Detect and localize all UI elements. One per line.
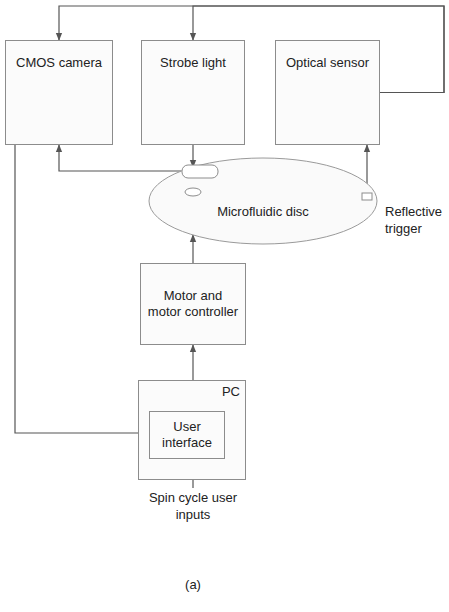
connector	[192, 145, 193, 167]
figure-label: (a)	[168, 577, 218, 594]
node-text: Optical sensor	[282, 55, 373, 71]
disc-ellipse: Microfluidic disc	[148, 157, 378, 245]
disc-outline	[148, 157, 378, 245]
node-text: User interface	[156, 419, 218, 452]
connector	[59, 6, 444, 93]
pc-box: PC User interface	[138, 380, 246, 480]
connector	[59, 145, 181, 171]
node-text: Motor and motor controller	[147, 288, 239, 321]
input-label: Spin cycle user inputs	[148, 490, 238, 524]
node-text: CMOS camera	[12, 55, 106, 71]
camera-box: CMOS camera	[5, 40, 113, 145]
connector	[192, 235, 193, 263]
node-text: PC	[144, 384, 240, 400]
sensor-box: Optical sensor	[275, 40, 380, 145]
node-text: Strobe light	[148, 55, 238, 71]
trigger-label: Reflective trigger	[385, 204, 447, 238]
strobe-box: Strobe light	[141, 40, 245, 145]
node-text: Microfluidic disc	[156, 204, 370, 220]
motor-box: Motor and motor controller	[140, 263, 246, 345]
interface-box: User interface	[149, 411, 225, 459]
connector	[15, 145, 149, 433]
